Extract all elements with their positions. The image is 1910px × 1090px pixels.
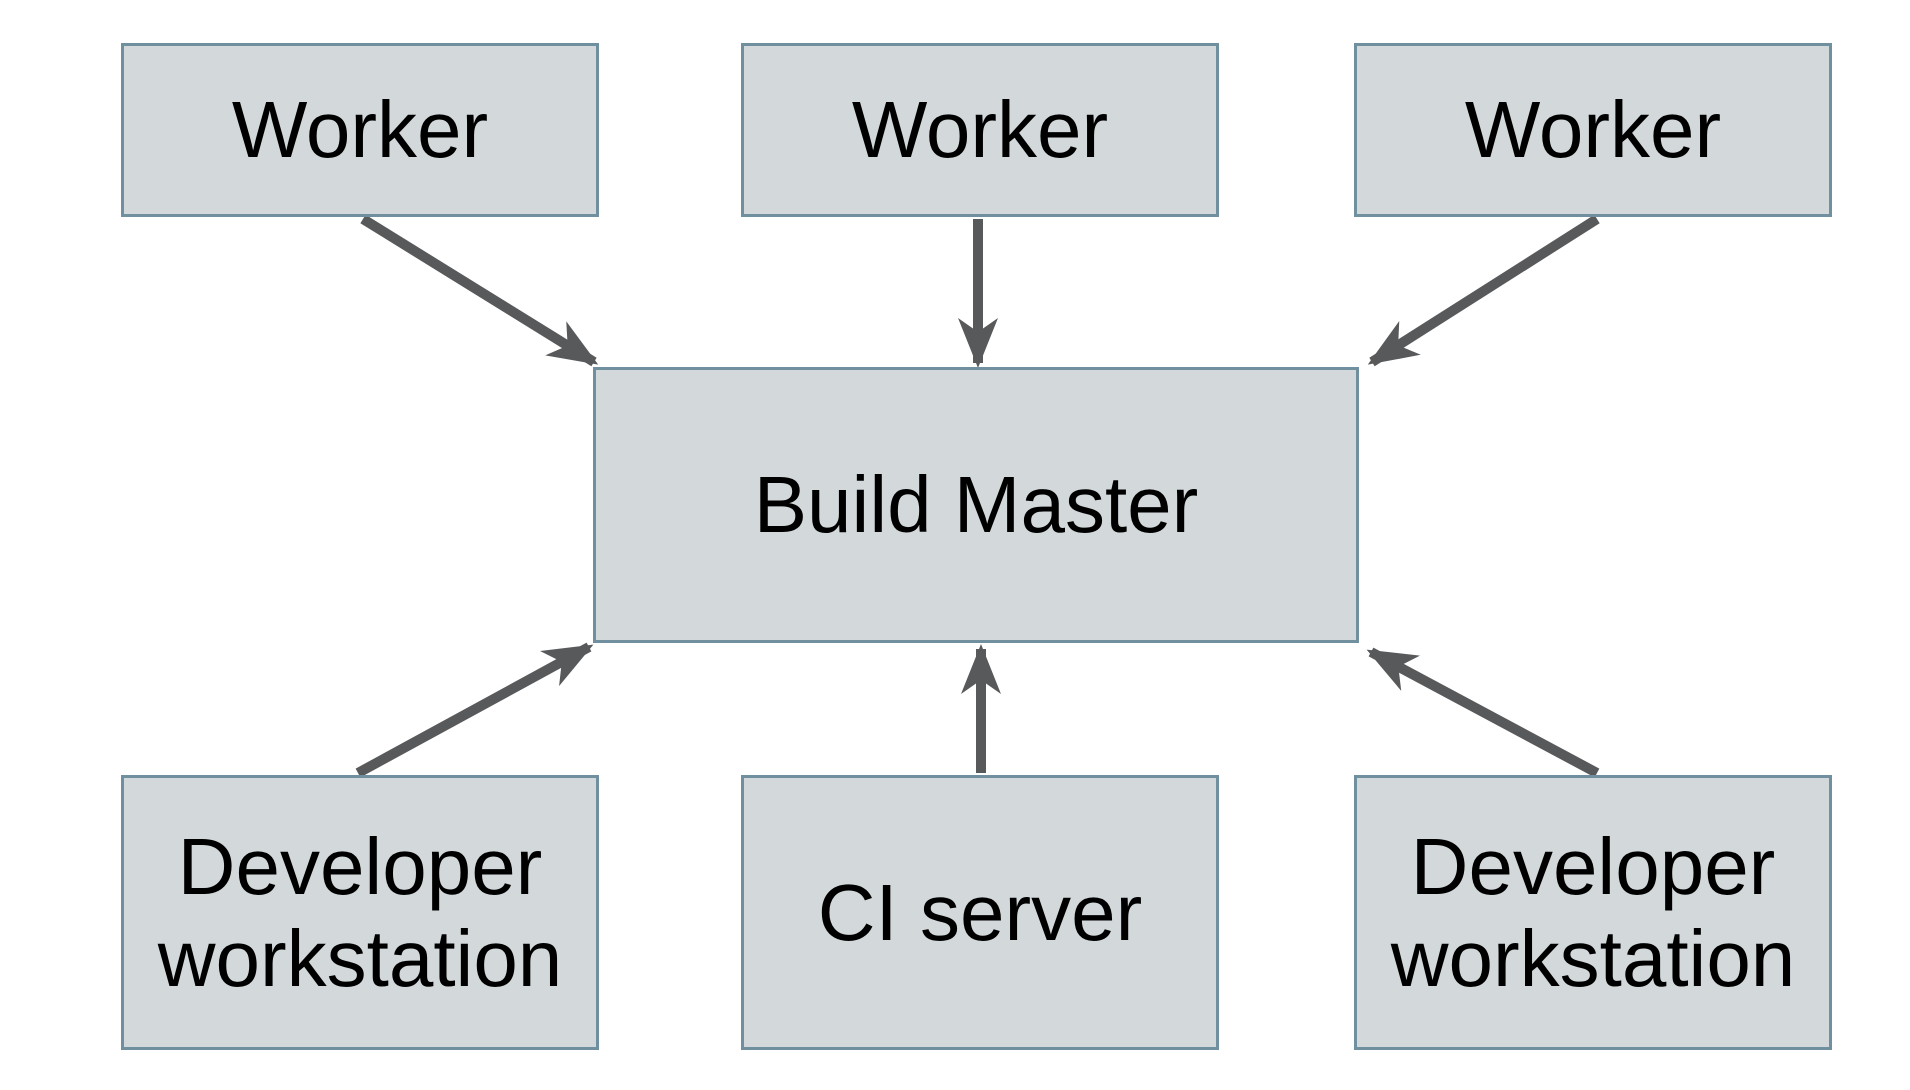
arrow-dev-workstation-left-to-build-master bbox=[355, 642, 594, 778]
arrow-worker1-to-build-master bbox=[360, 214, 599, 367]
node-worker-3-label: Worker bbox=[1464, 85, 1722, 175]
node-worker-3: Worker bbox=[1354, 43, 1832, 217]
node-build-master: Build Master bbox=[593, 367, 1359, 643]
node-worker-2-label: Worker bbox=[851, 85, 1109, 175]
node-worker-1-label: Worker bbox=[231, 85, 489, 175]
arrow-dev-workstation-right-to-build-master bbox=[1366, 647, 1600, 778]
node-worker-2: Worker bbox=[741, 43, 1219, 217]
node-developer-workstation-left-label: Developer workstation bbox=[157, 822, 563, 1003]
node-developer-workstation-right-label: Developer workstation bbox=[1390, 822, 1796, 1003]
node-ci-server: CI server bbox=[741, 775, 1219, 1050]
node-build-master-label: Build Master bbox=[753, 460, 1199, 550]
node-developer-workstation-left: Developer workstation bbox=[121, 775, 599, 1050]
node-ci-server-label: CI server bbox=[817, 867, 1143, 957]
node-developer-workstation-right: Developer workstation bbox=[1354, 775, 1832, 1050]
arrow-worker3-to-build-master bbox=[1367, 214, 1600, 367]
node-worker-1: Worker bbox=[121, 43, 599, 217]
